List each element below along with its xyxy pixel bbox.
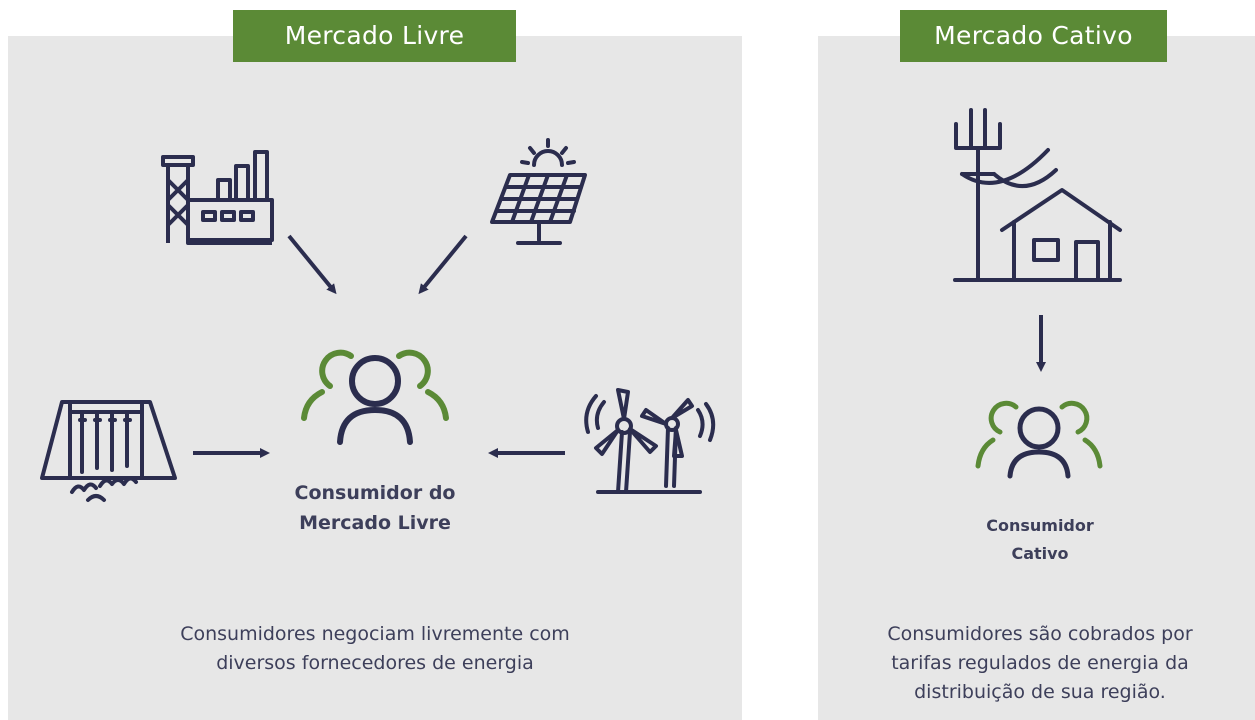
wind-turbine-icon <box>584 388 716 494</box>
consumer-cativo-label: Consumidor Cativo <box>900 512 1180 568</box>
mercado-livre-description: Consumidores negociam livremente com div… <box>115 620 635 678</box>
thermal-power-plant-icon <box>161 150 274 245</box>
arrows-livre <box>193 234 565 458</box>
consumer-cativo-line2: Cativo <box>1011 544 1069 563</box>
consumer-cativo-line1: Consumidor <box>986 516 1094 535</box>
description-cativo-line1: Consumidores são cobrados por <box>887 623 1193 645</box>
description-livre-line1: Consumidores negociam livremente com <box>180 623 570 645</box>
consumer-livre-line1: Consumidor do <box>294 482 456 504</box>
consumer-group-icon <box>301 349 449 445</box>
consumer-livre-label: Consumidor do Mercado Livre <box>225 478 525 538</box>
arrow-thermal-to-consumer <box>287 234 337 295</box>
consumer-cativo-group-icon <box>975 400 1103 479</box>
description-livre-line2: diversos fornecedores de energia <box>216 652 534 674</box>
solar-panel-icon <box>490 138 587 245</box>
mercado-cativo-panel <box>818 36 1255 720</box>
mercado-cativo-description: Consumidores são cobrados por tarifas re… <box>830 620 1250 707</box>
description-cativo-line2: tarifas regulados de energia da <box>891 652 1189 674</box>
mercado-livre-title: Mercado Livre <box>233 10 516 62</box>
hydroelectric-dam-icon <box>40 400 177 502</box>
arrow-solar-to-consumer <box>418 234 468 295</box>
consumer-livre-line2: Mercado Livre <box>299 512 451 534</box>
description-cativo-line3: distribuição de sua região. <box>914 681 1166 703</box>
mercado-livre-panel <box>8 36 742 720</box>
utility-pole-house-icon <box>953 108 1122 282</box>
mercado-cativo-title: Mercado Cativo <box>900 10 1167 62</box>
